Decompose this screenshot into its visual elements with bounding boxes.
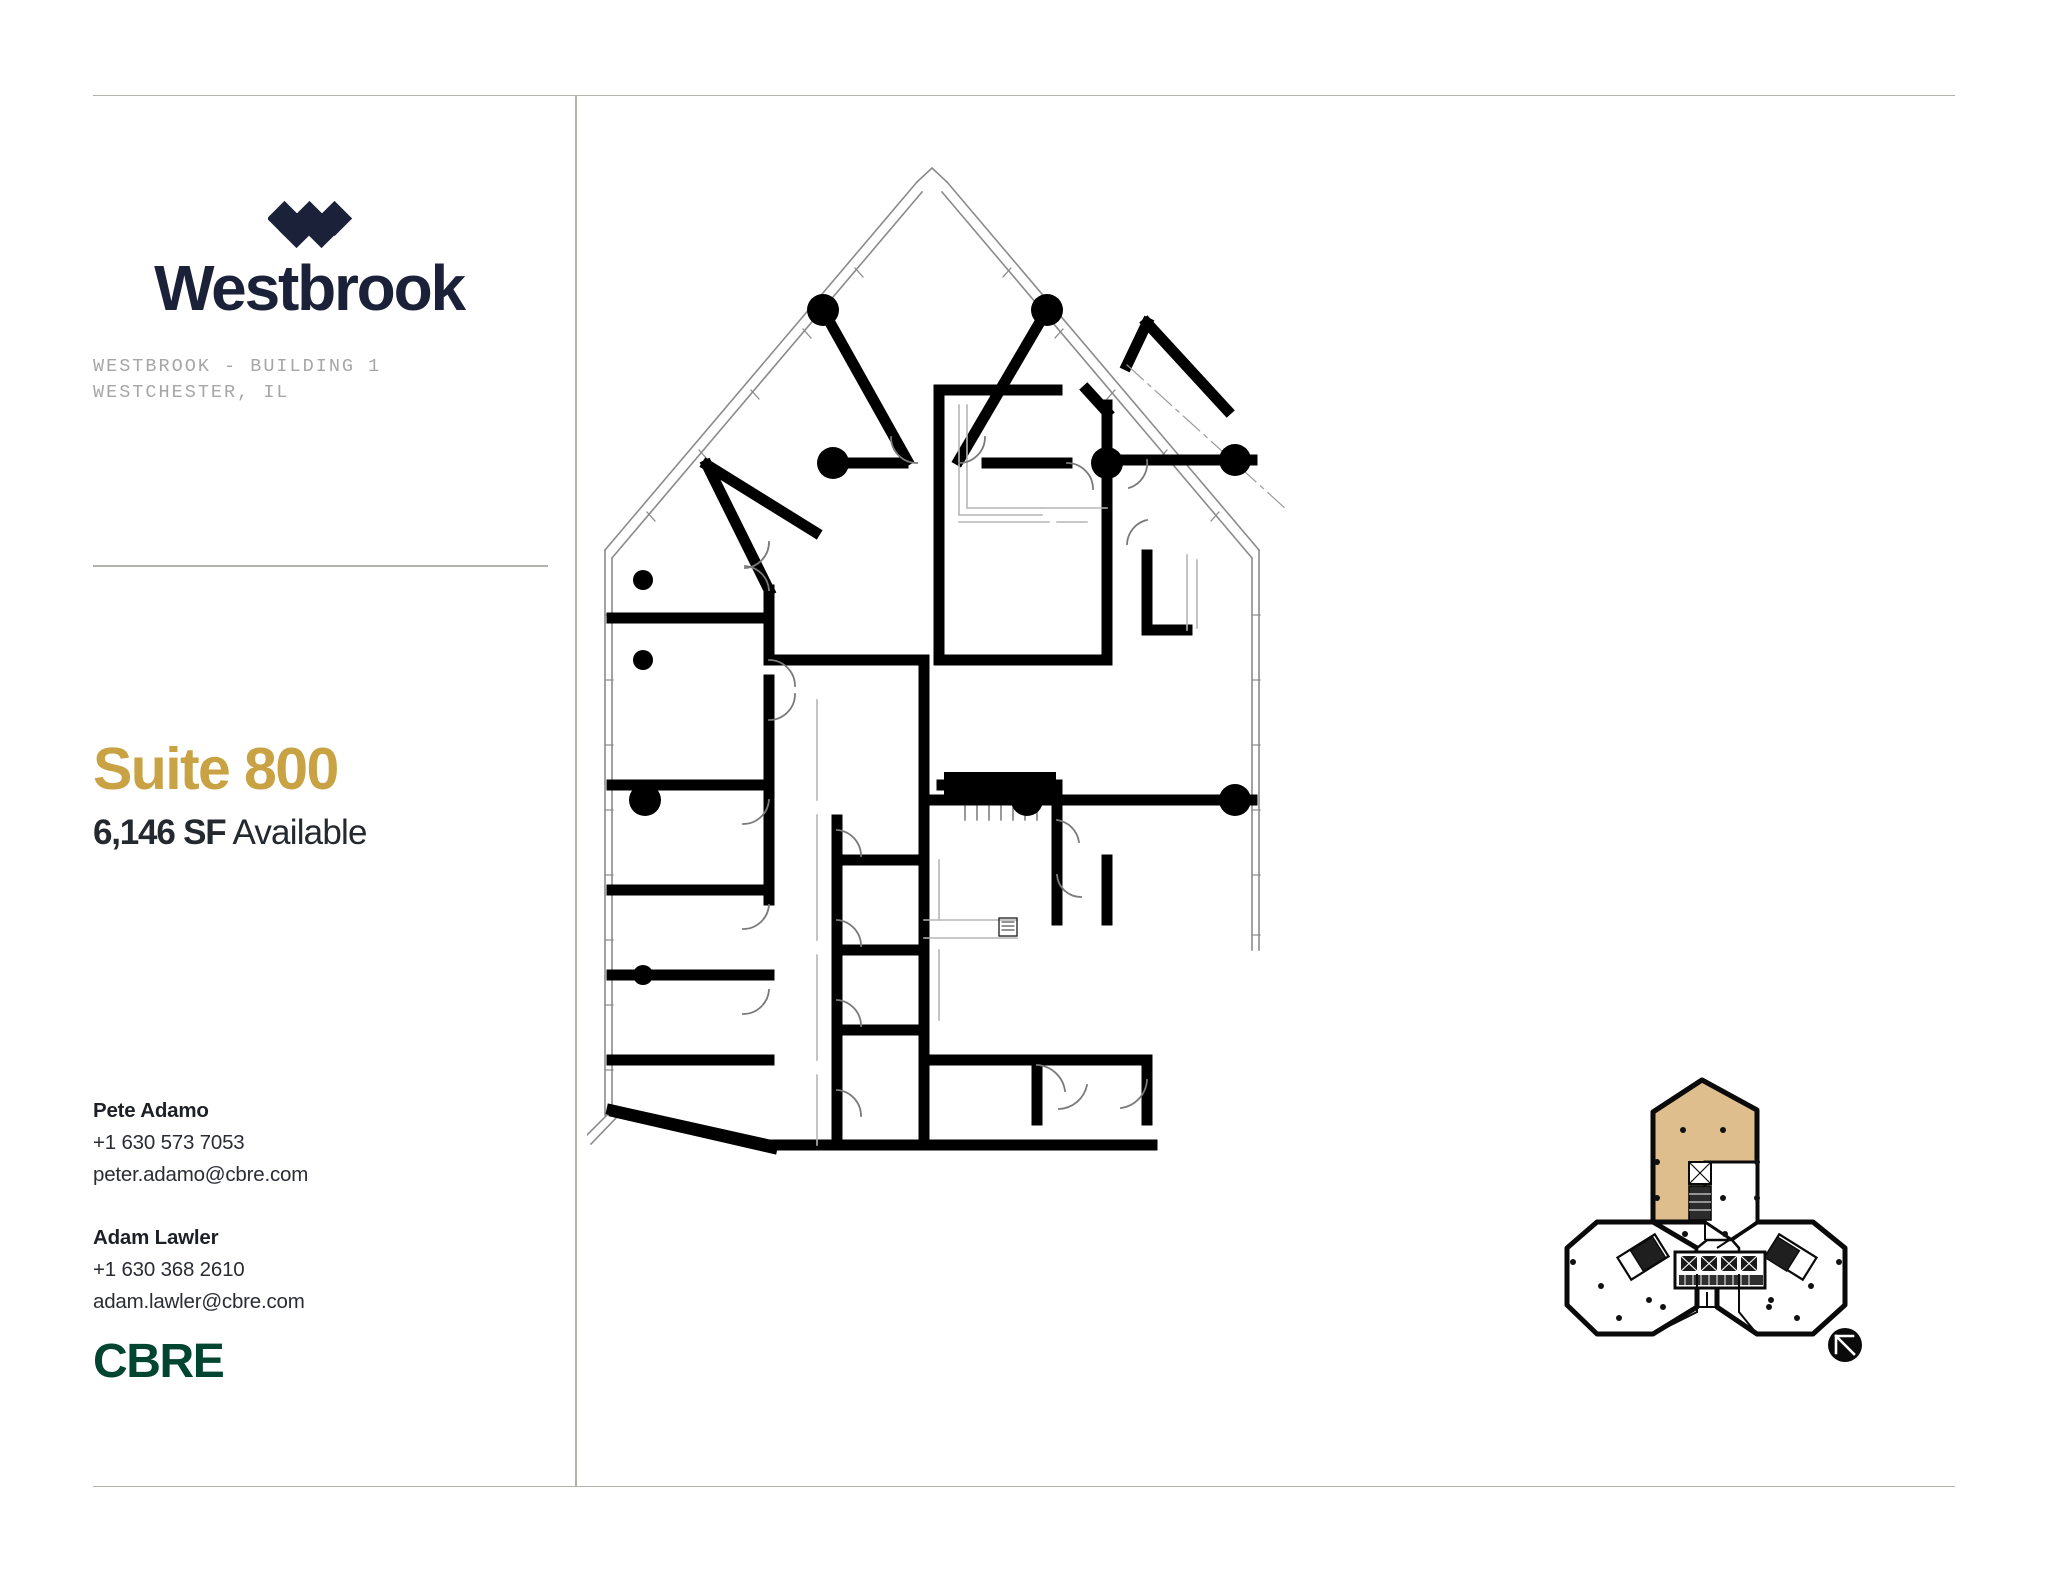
- contact-phone[interactable]: +1 630 368 2610: [93, 1258, 245, 1282]
- casework-detail: [816, 404, 1198, 1146]
- keyplan-core: [1673, 1250, 1767, 1290]
- keyplan-west-service: [1615, 1232, 1671, 1282]
- cbre-logo: CBRE: [93, 1335, 225, 1388]
- suite-block: Suite 800 6,146 SF Available: [93, 740, 553, 852]
- cbre-wordmark: CBRE: [93, 1335, 225, 1388]
- plan-panel: [577, 95, 1955, 1487]
- north-arrow-icon: [1828, 1328, 1862, 1362]
- sidebar: Westbrook WESTBROOK - BUILDING 1 WESTCHE…: [93, 95, 575, 1487]
- keyplan-north-core: [1688, 1161, 1712, 1221]
- keyplan-separators: [1652, 1221, 1758, 1335]
- column-divider: [575, 95, 577, 1487]
- brand-block: Westbrook WESTBROOK - BUILDING 1 WESTCHE…: [93, 200, 553, 407]
- brand-wordmark: Westbrook: [154, 252, 466, 324]
- suite-floor-plan: [587, 166, 1288, 1155]
- contact-name: Pete Adamo: [93, 1099, 209, 1122]
- suite-name: Suite 800: [93, 736, 339, 802]
- structural-columns: [629, 294, 1251, 985]
- curtain-wall-mullions: [604, 267, 1261, 1071]
- suite-availability: 6,146 SF Available: [93, 813, 553, 852]
- contact-card: Pete Adamo +1 630 573 7053 peter.adamo@c…: [93, 1095, 553, 1190]
- keyplan-columns: [1570, 1127, 1842, 1321]
- contact-card: Adam Lawler +1 630 368 2610 adam.lawler@…: [93, 1222, 553, 1317]
- contacts-block: Pete Adamo +1 630 573 7053 peter.adamo@c…: [93, 1095, 553, 1350]
- suite-area: 6,146 SF: [93, 813, 227, 852]
- contact-email[interactable]: adam.lawler@cbre.com: [93, 1289, 305, 1313]
- building-key-plan: [1564, 1077, 1862, 1362]
- centerline: [1126, 364, 1288, 511]
- keyplan-east-service: [1763, 1232, 1819, 1282]
- sidebar-divider: [93, 565, 548, 567]
- westbrook-diamonds-icon: [268, 200, 353, 249]
- contact-phone[interactable]: +1 630 573 7053: [93, 1130, 245, 1154]
- north-wing-white-portion: [1703, 1160, 1759, 1242]
- angled-exterior-wall: [608, 1105, 779, 1155]
- property-city: WESTCHESTER, IL: [93, 382, 290, 404]
- curtain-wall-outer: [603, 166, 1261, 1116]
- contact-name: Adam Lawler: [93, 1226, 219, 1250]
- property-name: WESTBROOK - BUILDING 1: [93, 356, 382, 377]
- interior-walls: [605, 302, 1258, 1152]
- contact-email[interactable]: peter.adamo@cbre.com: [93, 1162, 309, 1186]
- fixture-symbol: [998, 917, 1018, 937]
- property-address: WESTBROOK - BUILDING 1 WESTCHESTER, IL: [93, 354, 553, 407]
- southeast-wing: [1714, 1219, 1848, 1337]
- door-swings: [742, 436, 1149, 1117]
- suite-status: Available: [232, 813, 367, 852]
